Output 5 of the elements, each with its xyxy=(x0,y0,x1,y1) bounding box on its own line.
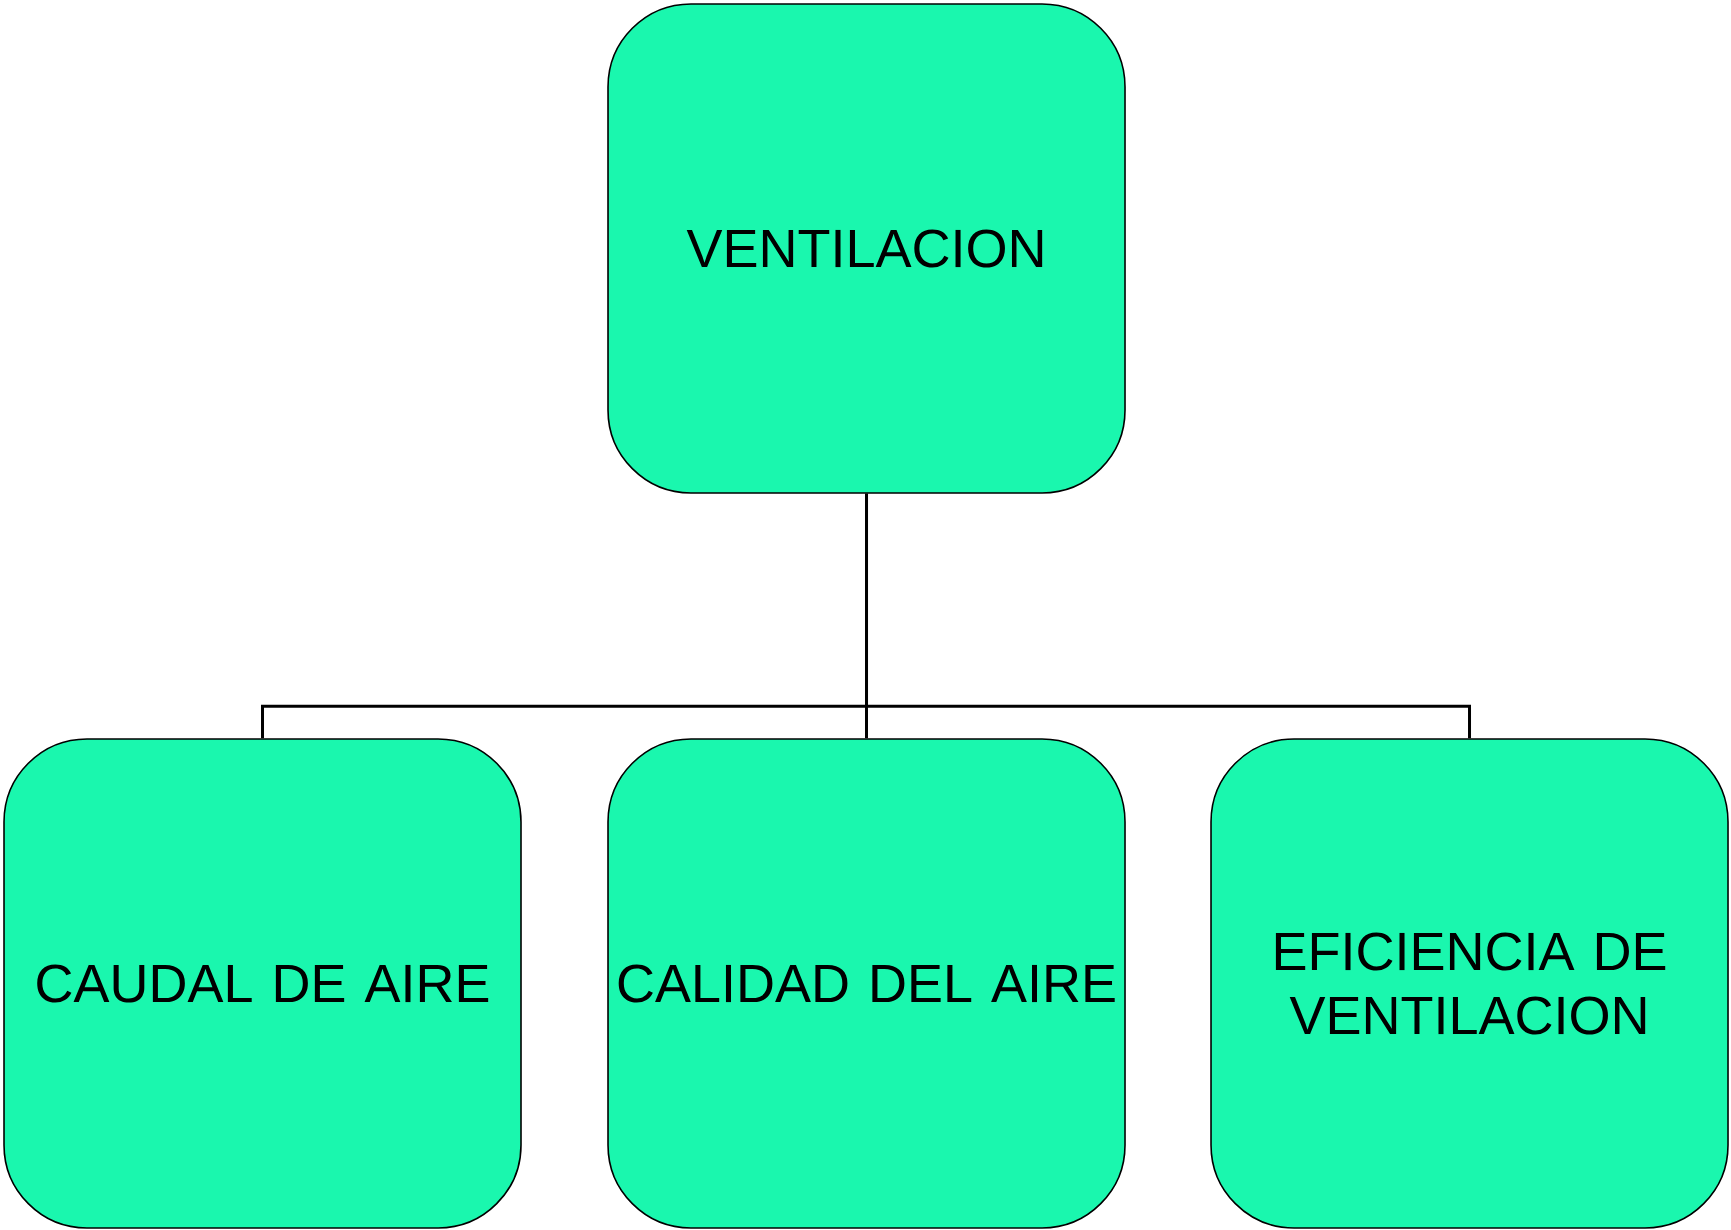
rounded-box: VENTILACION xyxy=(607,3,1126,494)
rounded-box: CAUDAL DE AIRE xyxy=(3,738,522,1229)
connector-line xyxy=(865,493,1471,739)
rounded-box: EFICIENCIA DE VENTILACION xyxy=(1210,738,1729,1229)
rounded-box: CALIDAD DEL AIRE xyxy=(607,738,1126,1229)
